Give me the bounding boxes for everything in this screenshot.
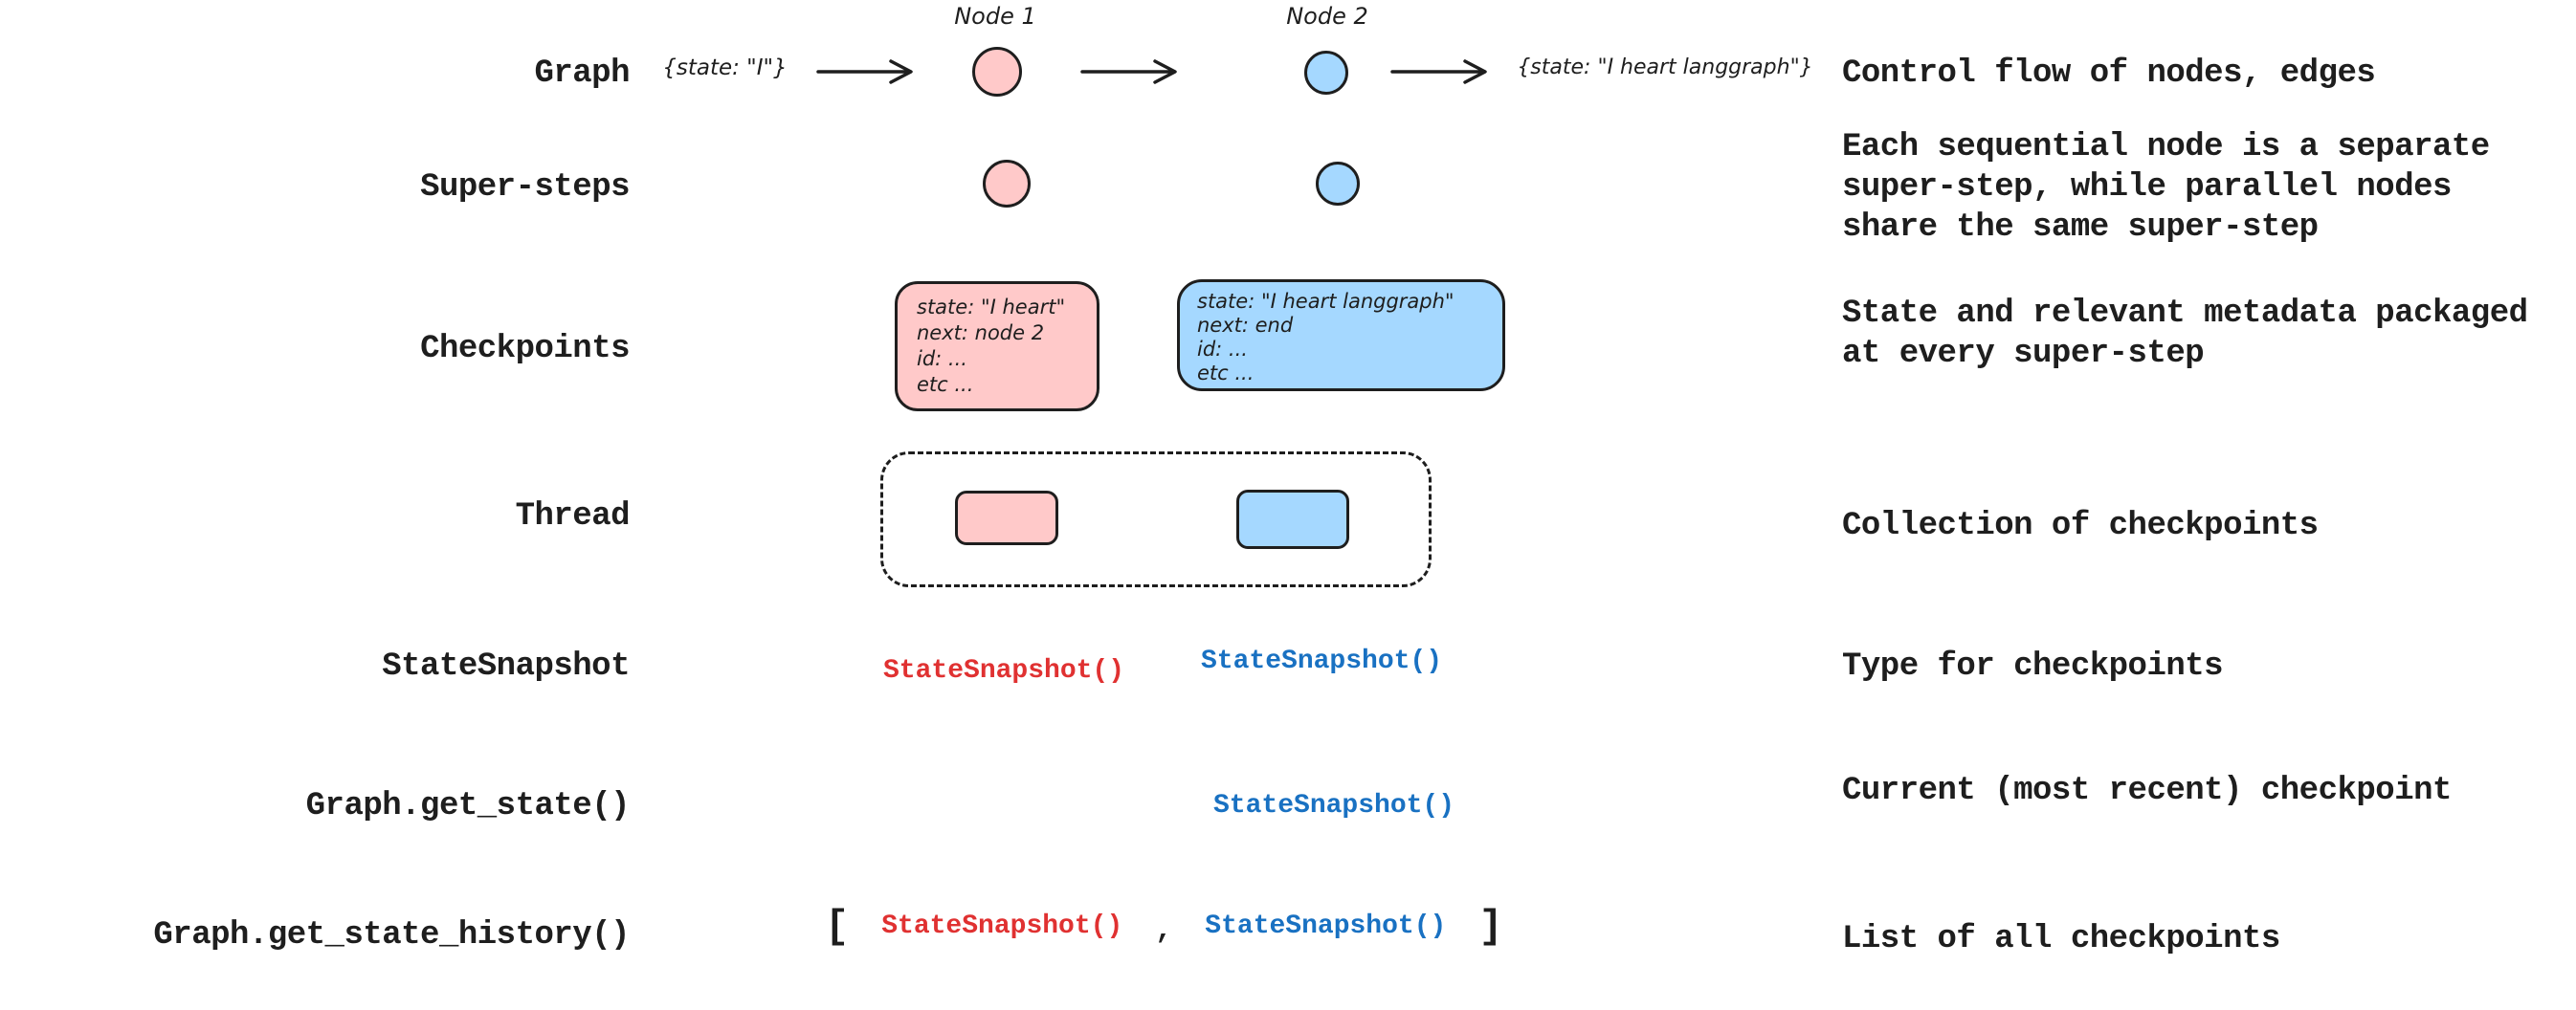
history-snapshot-blue: StateSnapshot() xyxy=(1205,911,1447,941)
flow-arrow-1 xyxy=(816,59,913,84)
get-state-result: StateSnapshot() xyxy=(1213,791,1455,821)
desc-graph: Control flow of nodes, edges xyxy=(1842,55,2376,92)
state-snapshot-call-red: StateSnapshot() xyxy=(883,656,1125,686)
open-bracket: [ xyxy=(825,904,850,950)
super-step-node2-circle xyxy=(1316,162,1360,206)
flow-arrow-3 xyxy=(1390,59,1487,84)
thread-dashed-container xyxy=(880,451,1432,587)
desc-state-snapshot: Type for checkpoints xyxy=(1842,648,2224,685)
graph-input-state-annotation: {state: "I"} xyxy=(662,55,788,80)
thread-checkpoint-blue xyxy=(1236,490,1349,549)
node1-circle xyxy=(972,47,1022,97)
row-label-get-state-history: Graph.get_state_history() xyxy=(153,917,630,954)
desc-line: Each sequential node is a separate xyxy=(1842,129,2490,165)
node2-label: Node 2 xyxy=(1286,3,1368,30)
checkpoint-line: next: end xyxy=(1197,314,1294,337)
state-snapshot-call-blue: StateSnapshot() xyxy=(1201,647,1443,676)
checkpoint-card-node2: state: "I heart langgraph" next: end id:… xyxy=(1177,279,1505,391)
desc-super-steps: Each sequential node is a separate super… xyxy=(1842,127,2490,248)
desc-line: at every super-step xyxy=(1842,336,2205,372)
thread-checkpoint-pink xyxy=(955,491,1058,545)
super-step-node1-circle xyxy=(983,160,1031,208)
checkpoint-line: state: "I heart langgraph" xyxy=(1197,290,1455,313)
desc-get-state-history: List of all checkpoints xyxy=(1842,921,2280,957)
row-label-checkpoints: Checkpoints xyxy=(420,331,630,367)
desc-checkpoints: State and relevant metadata packaged at … xyxy=(1842,294,2528,374)
checkpoint-line: next: node 2 xyxy=(917,321,1045,344)
row-label-thread: Thread xyxy=(515,498,631,535)
get-state-history-result: [ StateSnapshot() , StateSnapshot() ] xyxy=(825,907,1503,947)
desc-line: share the same super-step xyxy=(1842,209,2319,246)
close-bracket: ] xyxy=(1478,904,1503,950)
history-snapshot-red: StateSnapshot() xyxy=(881,911,1123,941)
row-label-state-snapshot: StateSnapshot xyxy=(382,648,630,685)
graph-output-state-annotation: {state: "I heart langgraph"} xyxy=(1517,55,1813,79)
node1-label: Node 1 xyxy=(954,3,1036,30)
desc-line: super-step, while parallel nodes xyxy=(1842,169,2452,206)
row-label-super-steps: Super-steps xyxy=(420,169,630,206)
checkpoint-line: state: "I heart" xyxy=(917,296,1066,318)
checkpoint-card-node1: state: "I heart" next: node 2 id: ... et… xyxy=(895,281,1099,411)
checkpoint-line: id: ... xyxy=(1197,338,1248,361)
row-label-get-state: Graph.get_state() xyxy=(305,788,631,824)
node2-circle xyxy=(1304,51,1348,95)
checkpoint-line: id: ... xyxy=(917,347,967,370)
desc-thread: Collection of checkpoints xyxy=(1842,508,2319,544)
checkpoint-line: etc ... xyxy=(917,373,974,396)
row-label-graph: Graph xyxy=(534,55,630,92)
list-comma: , xyxy=(1155,914,1173,947)
checkpoint-line: etc ... xyxy=(1197,362,1255,384)
flow-arrow-2 xyxy=(1080,59,1177,84)
desc-get-state: Current (most recent) checkpoint xyxy=(1842,773,2452,809)
desc-line: State and relevant metadata packaged xyxy=(1842,296,2528,332)
